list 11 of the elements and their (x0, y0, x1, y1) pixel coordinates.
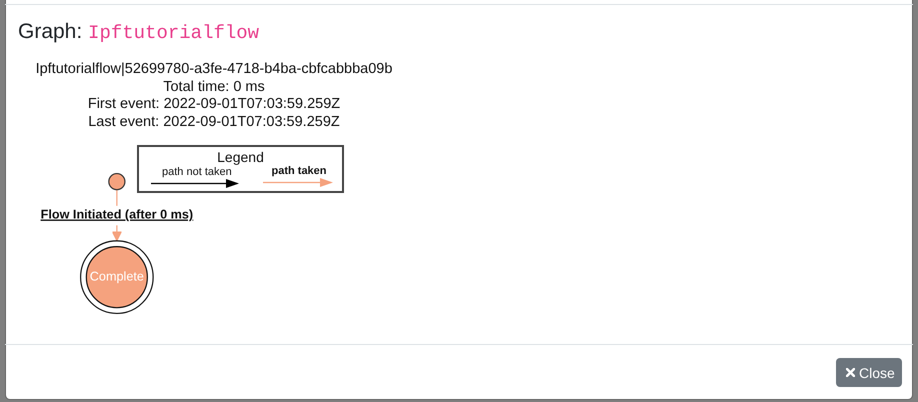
close-button: Close (836, 358, 902, 387)
dialog-title: Graph: Ipftutorialflow (18, 19, 260, 46)
info-text: Last event: 2022-09-01T07:03:59.259Z (88, 114, 340, 132)
start-circle (108, 173, 126, 191)
final-state-circle: Complete (80, 240, 154, 314)
legend-label: path not taken (162, 166, 232, 178)
legend-title: Legend (217, 149, 264, 165)
info-text: Ipftutorialflow|52699780-a3fe-4718-b4ba-cbfcabbba09b (36, 61, 392, 79)
info-text: Total time: 0 ms (163, 78, 265, 96)
info-text: First event: 2022-09-01T07:03:59.259Z (88, 96, 340, 114)
legend-label: path taken (272, 165, 327, 177)
